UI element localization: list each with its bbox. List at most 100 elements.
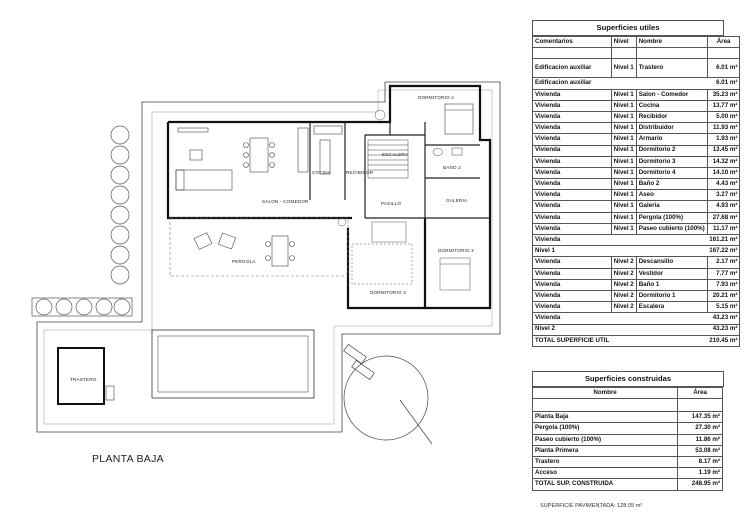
cell-comentarios: Vivienda (532, 289, 612, 303)
label-escalera: ESCALERA (382, 152, 409, 157)
cell-area: 11.17 m² (706, 222, 741, 236)
label-bano2: BAÑO 2 (443, 164, 461, 170)
cell-comentarios: Vivienda (532, 88, 612, 101)
cell-area: 147.35 m² (677, 411, 723, 424)
construidas-spacer-row (531, 398, 723, 413)
pool (151, 329, 315, 399)
cell-nombre: Recibidor (635, 110, 708, 124)
planters-top (110, 125, 130, 285)
cell-comentarios: Vivienda (532, 233, 612, 247)
pergola (169, 217, 349, 277)
cell-nombre (636, 323, 708, 336)
cell-comentarios: Vivienda (532, 211, 612, 224)
cell-comentarios: TOTAL SUPERFICIE UTIL (532, 334, 612, 347)
cell-area: 167.22 m² (707, 245, 741, 258)
cell-nivel: Nivel 1 (610, 178, 637, 191)
paving-note: SUPERFICIE PAVIMENTADA: 128.05 m² (540, 503, 643, 509)
cell-area: 43.23 m² (707, 323, 741, 336)
cell-area: 5.00 m² (706, 110, 741, 124)
label-dormitorio2: DORMITORIO 2 (438, 248, 474, 253)
cell-nivel: Nivel 1 (610, 200, 637, 213)
cell-nombre (636, 245, 708, 258)
cell-comentarios: Vivienda (532, 99, 612, 112)
cell-nivel: Nivel 2 (610, 267, 637, 280)
cell-area: 6.01 m² (706, 58, 741, 79)
label-cocina: COCINA (312, 170, 332, 175)
construidas-title: Superficies construidas (532, 371, 724, 387)
bath-fixtures (432, 147, 463, 156)
label-trastero: TRASTERO (70, 377, 97, 382)
label-dormitorio4: DORMITORIO 4 (418, 95, 454, 100)
cell-comentarios: Vivienda (532, 155, 612, 168)
table-row: Paseo cubierto (100%)11.86 m² (531, 433, 723, 446)
cell-area: 20.21 m² (706, 289, 741, 303)
table-row: Edificacion auxiliar 6.01 m² (532, 77, 741, 90)
cell-area: 1.93 m² (706, 133, 741, 146)
cell-area: 35.23 m² (706, 88, 741, 101)
cell-area: 3.27 m² (706, 189, 741, 202)
cell-area: 11.93 m² (706, 122, 741, 135)
cell-area: 8.17 m² (677, 455, 723, 469)
cell-area: 11.86 m² (677, 433, 723, 446)
cell-comentarios: Vivienda (532, 122, 612, 135)
cell-nivel: Nivel 2 (610, 278, 637, 291)
cell-nivel (611, 77, 637, 90)
cell-nivel: Nivel 1 (610, 99, 637, 112)
cell-nombre: Aseo (635, 189, 708, 202)
cell-nombre: Distribuidor (635, 122, 708, 135)
cell-comentarios: Vivienda (532, 200, 612, 213)
cell-comentarios: Vivienda (532, 144, 612, 157)
cell-nivel (611, 334, 637, 347)
cell-nombre: Pergola (100%) (635, 211, 708, 224)
cell-nivel: Nivel 2 (610, 256, 637, 269)
cell-nivel (611, 233, 637, 247)
cell-nombre: TOTAL SUP. CONSTRUIDA (531, 478, 679, 491)
cell-nivel: Nivel 1 (610, 189, 637, 202)
label-pasillo: PASILLO (381, 201, 401, 206)
utiles-table: Comentarios Nivel Nombre Área Edificacio… (532, 35, 741, 347)
utiles-title: Superficies utiles (532, 20, 724, 36)
cell-nombre: Dormitorio 3 (635, 155, 708, 168)
cell-nivel: Nivel 1 (610, 110, 637, 124)
header-c-area: Área (677, 386, 723, 400)
cell-area: 7.93 m² (706, 278, 741, 291)
cell-nivel: Nivel 2 (610, 301, 637, 314)
cell-area: 7.77 m² (706, 267, 741, 280)
cell-area: 210.45 m² (707, 334, 741, 347)
cell-area: 6.01 m² (707, 77, 741, 90)
cell-nombre: Descansillo (635, 256, 708, 269)
bedroom4-bed (444, 103, 474, 135)
cell-comentarios: Vivienda (532, 166, 612, 180)
cell-comentarios: Vivienda (532, 178, 612, 191)
cell-nombre: Vestidor (635, 267, 708, 280)
cell-nivel (611, 323, 637, 336)
cell-comentarios: Edificacion auxiliar (532, 77, 612, 90)
cell-nivel: Nivel 2 (610, 289, 637, 303)
cell-nivel: Nivel 1 (610, 133, 637, 146)
cell-comentarios: Vivienda (532, 278, 612, 291)
cell-nombre: Planta Baja (531, 411, 679, 424)
cell-nombre: Dormitorio 4 (635, 166, 708, 180)
cell-nivel: Nivel 1 (610, 88, 637, 101)
cell-nombre: Planta Primera (531, 444, 679, 457)
plan-title: PLANTA BAJA (92, 453, 164, 465)
header-c-nombre: Nombre (531, 386, 679, 400)
cell-area: 27.30 m² (677, 422, 723, 435)
label-pergola: PERGOLA (232, 259, 256, 264)
stairs (367, 139, 409, 179)
utiles-spacer-row (532, 47, 741, 60)
cell-comentarios: Vivienda (532, 256, 612, 269)
